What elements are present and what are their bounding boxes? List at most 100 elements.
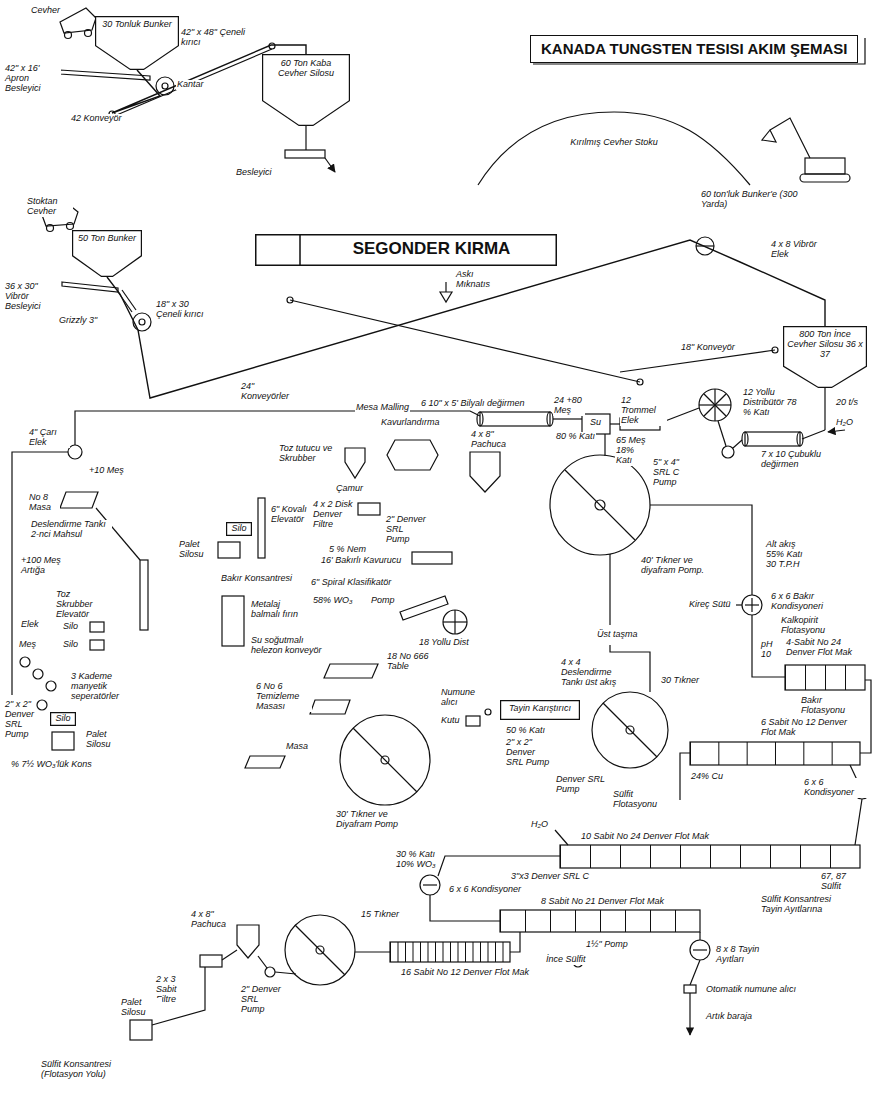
equipment-label: 18" x 30 Çeneli kırıcı xyxy=(155,300,212,320)
equipment-label: 5" x 4" SRL C Pump xyxy=(652,458,694,488)
roaster xyxy=(412,552,452,564)
flow-line xyxy=(609,554,610,625)
node-text: 60 Ton Kaba Cevher Silosu xyxy=(266,59,346,79)
equipment-label: 65 Meş 18% Katı xyxy=(615,436,652,466)
equipment-label: 24" Konveyörler xyxy=(240,382,297,402)
flow-line xyxy=(736,604,742,605)
jaw-crusher xyxy=(162,83,168,89)
equipment-label: +10 Meş xyxy=(88,466,125,476)
equipment-label: 2" x 2" Denver SRL Pump xyxy=(505,738,552,768)
thickener xyxy=(340,715,430,805)
sampler xyxy=(466,716,480,726)
belt-conveyor xyxy=(637,379,643,385)
jaw-crusher xyxy=(133,313,151,331)
equipment-label: Sülfit Konsantresi Tayin Ayıtlarına xyxy=(760,895,852,915)
flotation-cells xyxy=(390,665,865,962)
excavator xyxy=(805,158,845,174)
equipment-label: 42 Konveyör xyxy=(70,114,123,124)
flotation-cells xyxy=(390,942,510,962)
magnet xyxy=(440,282,452,302)
equipment-label: Mesa Malling xyxy=(355,403,410,413)
equipment-label: Kireç Sütü xyxy=(688,600,732,610)
equipment-label: 4 x 8" Pachuca xyxy=(190,910,232,930)
conditioner xyxy=(420,875,440,895)
equipment-label: Grizzly 3" xyxy=(58,316,98,326)
bunker-shape: 30 Tonluk Bunker xyxy=(95,16,179,70)
equipment-label: 80 % Katı xyxy=(555,432,596,442)
equipment-label: 6 x 6 Kondisyoner xyxy=(448,885,522,895)
equipment-label: 6 x 6 Kondisyoner xyxy=(803,778,872,798)
node-text: Kırılmış Cevher Stoku xyxy=(482,138,746,148)
equipment-label: Bakır Konsantresi xyxy=(220,574,293,584)
equipment-label: 18" Konveyör xyxy=(680,343,736,353)
thickener xyxy=(550,455,650,555)
flotation-cells xyxy=(500,910,700,932)
equipment-label: 50 % Katı xyxy=(505,726,546,736)
equipment-label: 24 +80 Meş xyxy=(553,396,585,416)
filter xyxy=(200,503,380,967)
rod-mill xyxy=(824,388,825,430)
equipment-label: 6 Sabit No 12 Denver Flot Mak xyxy=(760,718,852,738)
flow-line xyxy=(855,799,862,845)
jaw-crusher xyxy=(139,319,145,325)
jaw-crusher xyxy=(133,77,174,331)
feeder xyxy=(305,126,306,150)
equipment-label: Pomp xyxy=(370,596,396,606)
equipment-label: 18 No 666 Table xyxy=(386,652,433,672)
rod-mill xyxy=(802,430,825,439)
thickener xyxy=(565,470,635,540)
flow-line xyxy=(12,452,68,695)
equipment-label: 4-Sabit No 24 Denver Flot Mak xyxy=(785,638,867,658)
equipment-label: Alt akış 55% Katı 30 T.P.H xyxy=(765,540,807,570)
equipment-label: Deslendirme Tankı 2-nci Mahsul xyxy=(30,520,112,540)
equipment-label: Kantar xyxy=(176,80,205,90)
distributor-wheel xyxy=(454,610,455,634)
conditioner xyxy=(693,949,707,950)
equipment-label: 6 No 6 Temizleme Masası xyxy=(255,682,312,712)
magnetic-separator xyxy=(20,657,56,691)
equipment-label: Artık baraja xyxy=(705,1012,753,1022)
concentrating-table xyxy=(60,492,448,768)
silo-box-outline xyxy=(51,713,76,726)
equipment-label: 8 Sabit No 21 Denver Flot Mak xyxy=(540,897,665,907)
equipment-label: 5 % Nem xyxy=(328,545,367,555)
feeder xyxy=(285,150,325,158)
pump-symbol xyxy=(722,446,734,458)
excavator xyxy=(770,118,810,158)
equipment-label: 16' Bakırlı Kavurucu xyxy=(320,556,402,566)
rod-mill xyxy=(828,430,845,432)
pachuca-tank xyxy=(237,448,500,958)
elevator xyxy=(258,498,265,558)
apron-feeder xyxy=(60,70,150,80)
magnetic-separator xyxy=(46,681,56,691)
equipment-label: 3"x3 Denver SRL C xyxy=(510,872,590,882)
flow-line xyxy=(222,950,237,960)
conditioner xyxy=(751,598,752,612)
section-box-outline xyxy=(256,235,557,266)
trommel-screen xyxy=(604,434,605,456)
equipment-label: 36 x 30" Vibrör Besleyici xyxy=(4,282,61,312)
apron-feeder xyxy=(60,70,150,292)
pachuca-tank xyxy=(237,925,259,958)
conditioner xyxy=(423,884,437,885)
equipment-label: 20 t/s xyxy=(835,398,859,408)
equipment-label: Sülfit Konsantresi (Flotasyon Yolu) xyxy=(40,1060,142,1080)
flow-line xyxy=(12,411,871,1035)
thickener xyxy=(353,728,417,792)
concentrating-table xyxy=(60,492,98,508)
silo-shape: 60 Ton Kaba Cevher Silosu xyxy=(262,54,350,126)
excavator xyxy=(762,130,776,142)
equipment-label: +100 Meş Artığa xyxy=(20,556,62,576)
node-text: Silo xyxy=(230,524,248,534)
equipment-label: 6" Kovalı Elevatör xyxy=(270,505,312,525)
grizzly-screen xyxy=(122,290,136,310)
equipment-label: Denver SRL Pump xyxy=(555,775,607,795)
flotation-cells xyxy=(500,910,700,932)
equipment-label: H₂O xyxy=(530,820,549,830)
pump-symbol xyxy=(733,440,742,448)
equipment-label: Üst taşma xyxy=(596,630,639,640)
equipment-label: 4" Çarı Elek xyxy=(28,428,70,448)
pump-symbol xyxy=(718,421,726,446)
equipment-label: Metalaj balmalı fırın xyxy=(250,600,307,620)
flow-line xyxy=(690,960,700,985)
